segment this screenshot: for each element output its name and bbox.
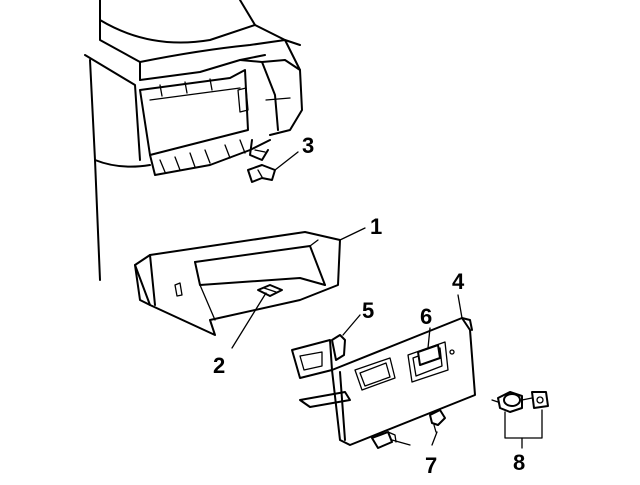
callout-8: 8 xyxy=(513,450,525,475)
part-6-lock-housing xyxy=(417,327,441,366)
callout-1: 1 xyxy=(370,214,382,239)
callout-labels: 1 2 3 4 5 6 7 8 xyxy=(213,133,525,478)
callout-2: 2 xyxy=(213,353,225,378)
part-7-bumpers xyxy=(371,409,446,449)
callout-6: 6 xyxy=(420,304,432,329)
part-8-lock-cylinder-key xyxy=(491,391,549,449)
callout-7: 7 xyxy=(425,453,437,478)
part-2-latch-pad xyxy=(231,292,267,349)
part-1-glove-box-bin xyxy=(134,227,366,336)
callout-3: 3 xyxy=(302,133,314,158)
instrument-panel xyxy=(84,0,303,281)
part-3-clip xyxy=(247,151,299,183)
callout-5: 5 xyxy=(362,298,374,323)
callout-4: 4 xyxy=(452,269,465,294)
